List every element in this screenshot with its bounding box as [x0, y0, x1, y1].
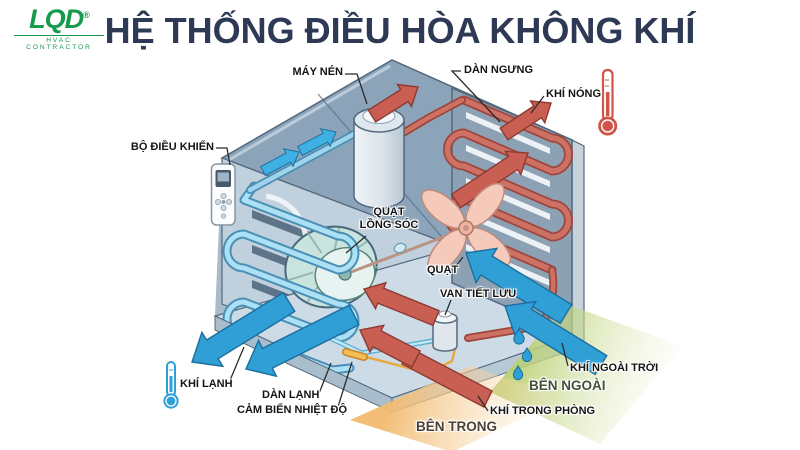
leader-lines [216, 70, 569, 412]
propeller-fan [350, 182, 512, 274]
blower-vane [286, 271, 314, 282]
arrow-compressor-discharge [367, 83, 419, 123]
arrow-cold-air-2 [245, 304, 360, 378]
arrow-room-air-1 [362, 281, 440, 327]
cold-air-arrows [191, 291, 360, 378]
label-evaporator: DÀN LẠNH [262, 389, 320, 401]
label-compressor: MÁY NÉN [292, 66, 343, 78]
arrow-cold-air-1 [191, 291, 296, 368]
water-droplets [512, 327, 533, 381]
label-outside-zone: BÊN NGOÀI [529, 378, 606, 393]
label-inside-zone: BÊN TRONG [416, 419, 497, 434]
label-controller: BỘ ĐIỀU KHIỂN [130, 141, 214, 153]
refrigerant-flow-arrows [260, 83, 552, 209]
cold-thermometer-icon [163, 361, 179, 409]
label-expansion-valve: VAN TIẾT LƯU [440, 288, 517, 300]
room-air-arrows [358, 281, 493, 408]
logo-mark: LQD® [29, 4, 90, 34]
remote-controller [210, 163, 236, 226]
arrow-room-air-2 [358, 324, 422, 368]
label-hot-air: KHÍ NÓNG [546, 88, 601, 100]
arrow-condenser-flow [450, 150, 529, 209]
inside-zone-area [350, 366, 565, 450]
label-propeller-fan: QUẠT [427, 264, 459, 276]
hot-thermometer-icon [598, 68, 618, 136]
flow-arrow-suction-1 [260, 148, 300, 177]
page-title: HỆ THỐNG ĐIỀU HÒA KHÔNG KHÍ [104, 10, 696, 51]
expansion-valve [432, 310, 458, 352]
arrow-outdoor-air-2 [504, 300, 608, 376]
arrow-outdoor-air-1 [465, 247, 573, 325]
blower-vane [306, 231, 323, 254]
brand-logo: LQD® HVAC CONTRACTOR [14, 6, 104, 51]
label-condenser: DÀN NGƯNG [464, 64, 534, 76]
outdoor-air-arrows [465, 247, 608, 376]
flow-arrow-suction-2 [297, 128, 337, 157]
label-temperature-sensor: CẢM BIẾN NHIỆT ĐỘ [237, 404, 347, 416]
label-room-air: KHÍ TRONG PHÒNG [490, 405, 596, 417]
arrow-hot-air-out [499, 100, 552, 141]
cutaway-curve [265, 193, 309, 239]
compressor [246, 96, 466, 209]
evaporator-coil [222, 181, 360, 375]
label-blower-fan: QUẠT LỒNG SÓC [359, 206, 419, 231]
logo-tagline: HVAC CONTRACTOR [14, 35, 104, 51]
label-outdoor-air: KHÍ NGOÀI TRỜI [570, 362, 659, 374]
label-cold-air: KHÍ LẠNH [180, 378, 233, 390]
